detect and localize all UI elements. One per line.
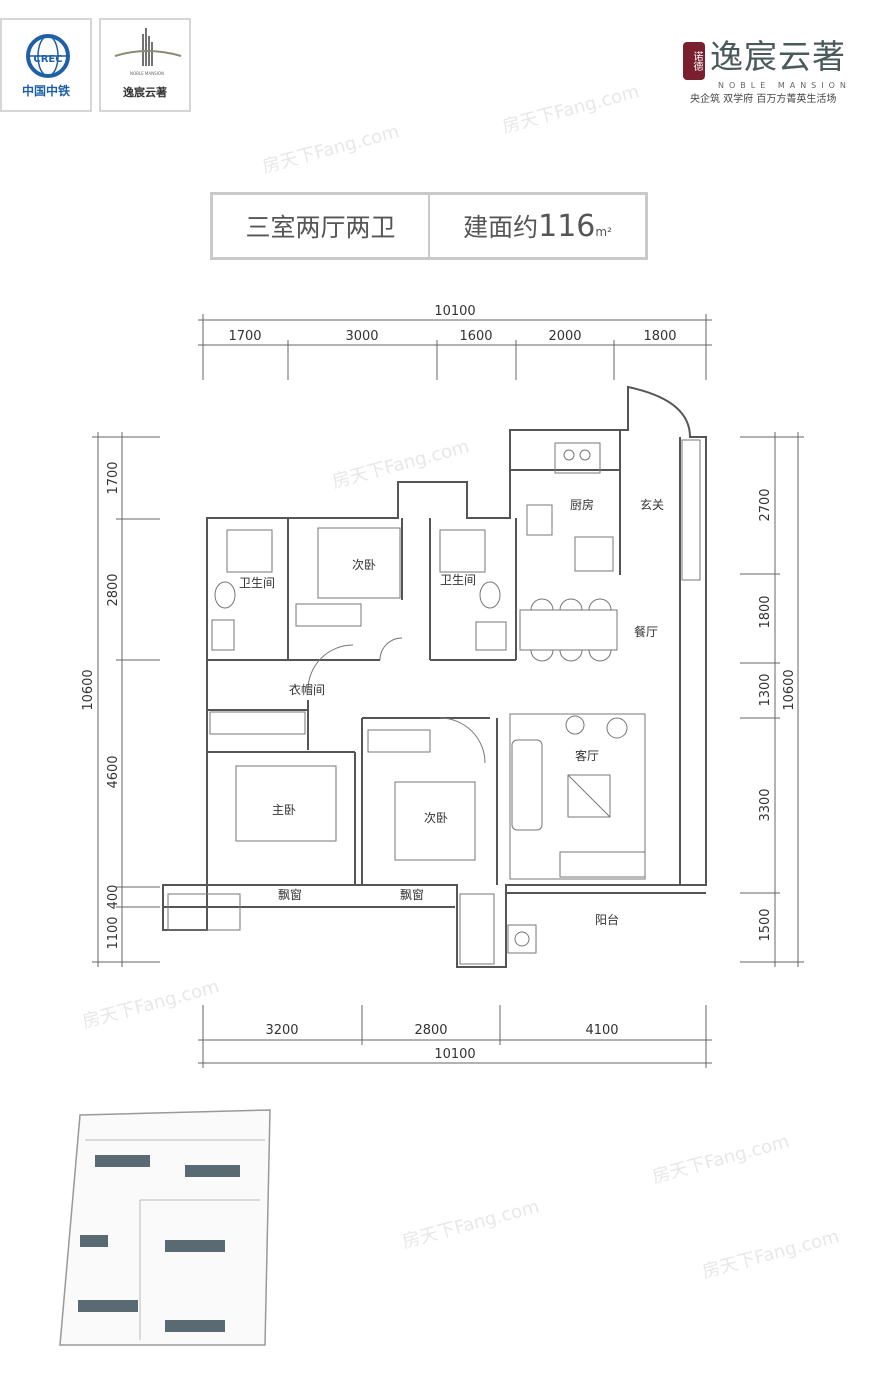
toilet xyxy=(479,581,501,609)
unit-layout: 三室两厅两卫 xyxy=(245,213,396,242)
south-bed xyxy=(394,781,476,861)
dim-right-5: 1500 xyxy=(758,908,773,941)
shower xyxy=(439,529,486,573)
dim-bottom-2: 2800 xyxy=(414,1023,447,1038)
tv-cabinet xyxy=(559,851,646,878)
tower-icon: NOBLE MANSION xyxy=(114,28,182,76)
dim-top-1: 1700 xyxy=(228,329,261,344)
dim-top-4: 2000 xyxy=(548,329,581,344)
washer xyxy=(507,924,537,954)
project-mini-logo: NOBLE MANSION 逸宸云著 xyxy=(99,18,191,112)
crec-name: 中国中铁 xyxy=(21,84,70,98)
room-labels: 厨房 玄关 次卧 卫生间 卫生间 餐厅 衣帽间 客厅 主卧 次卧 飘窗 飘窗 阳… xyxy=(239,497,664,927)
basin xyxy=(475,621,507,651)
room-foyer: 玄关 xyxy=(640,497,664,512)
basin xyxy=(211,619,235,651)
unit-area: 建面约116m² xyxy=(430,208,645,244)
dim-bottom-1: 3200 xyxy=(265,1023,298,1038)
dimension-lines xyxy=(92,314,804,1068)
dim-right-2: 1800 xyxy=(758,595,773,628)
fridge xyxy=(574,536,614,572)
room-cloakroom: 衣帽间 xyxy=(289,682,325,697)
dim-left-4: 400 xyxy=(106,885,121,910)
brand-tagline: 央企筑 双学府 百万方菁英生活场 xyxy=(690,94,837,105)
dim-right-3: 1300 xyxy=(758,673,773,706)
walls xyxy=(162,385,707,968)
dim-top-2: 3000 xyxy=(345,329,378,344)
master-bed xyxy=(235,765,337,842)
north-bed xyxy=(317,527,401,599)
stove xyxy=(554,442,601,474)
room-bay-right: 飘窗 xyxy=(400,888,424,902)
room-bathroom-mid: 卫生间 xyxy=(440,573,476,587)
toilet xyxy=(214,581,236,609)
wardrobe xyxy=(209,711,306,735)
dim-left-1: 1700 xyxy=(106,461,121,494)
mini-brand-english: NOBLE MANSION xyxy=(130,71,164,76)
room-master: 主卧 xyxy=(272,803,296,817)
room-bay-left: 飘窗 xyxy=(278,888,302,902)
room-kitchen: 厨房 xyxy=(570,497,594,512)
room-dining: 餐厅 xyxy=(634,624,658,639)
crec-logo: CREC 中国中铁 xyxy=(0,18,92,112)
dim-right-1: 2700 xyxy=(758,488,773,521)
bay-window xyxy=(459,893,495,965)
door-swing xyxy=(307,644,354,691)
dim-top-total: 10100 xyxy=(434,304,475,319)
divider xyxy=(428,195,430,257)
dim-bottom-3: 4100 xyxy=(585,1023,618,1038)
dining-table xyxy=(519,609,618,651)
room-living: 客厅 xyxy=(575,748,599,763)
sink xyxy=(526,504,553,536)
wardrobe xyxy=(367,729,431,753)
brand-english: NOBLE MANSION xyxy=(718,81,851,90)
door-swing xyxy=(379,637,403,661)
room-bedroom-south: 次卧 xyxy=(424,811,448,825)
dim-right-total: 10600 xyxy=(782,669,797,710)
dim-top-3: 1600 xyxy=(459,329,492,344)
brand-badge: 诺德 xyxy=(683,42,705,80)
dim-top-5: 1800 xyxy=(643,329,676,344)
shoe-cabinet xyxy=(681,439,701,581)
shower xyxy=(226,529,273,573)
wardrobe xyxy=(295,603,362,627)
coffee-table xyxy=(567,774,611,818)
door-swing xyxy=(439,717,486,764)
area-prefix: 建面约 xyxy=(463,213,539,242)
mini-brand-name: 逸宸云著 xyxy=(123,86,167,99)
dim-left-total: 10600 xyxy=(81,669,96,710)
area-value: 116 xyxy=(538,209,596,244)
site-plan xyxy=(59,1109,271,1346)
bay-window xyxy=(167,893,241,931)
sofa xyxy=(511,739,543,831)
living-rug xyxy=(509,713,646,880)
brand-name: 逸宸云著 xyxy=(710,37,846,76)
dimension-labels: 10100 1700 3000 1600 2000 1800 3200 2800… xyxy=(81,304,797,1062)
crec-globe-icon: CREC xyxy=(26,34,70,78)
room-bedroom-north: 次卧 xyxy=(352,558,376,572)
furniture xyxy=(167,439,701,965)
area-unit: m² xyxy=(595,225,612,239)
unit-info-box: 三室两厅两卫 建面约116m² xyxy=(210,192,648,260)
dim-left-2: 2800 xyxy=(106,573,121,606)
dim-right-4: 3300 xyxy=(758,788,773,821)
room-bathroom-left: 卫生间 xyxy=(239,576,275,590)
room-balcony: 阳台 xyxy=(595,912,619,927)
crec-mark: CREC xyxy=(33,54,62,65)
dim-left-3: 4600 xyxy=(106,755,121,788)
dim-left-5: 1100 xyxy=(106,916,121,949)
site-buildings xyxy=(78,1155,240,1332)
dim-bottom-total: 10100 xyxy=(434,1047,475,1062)
